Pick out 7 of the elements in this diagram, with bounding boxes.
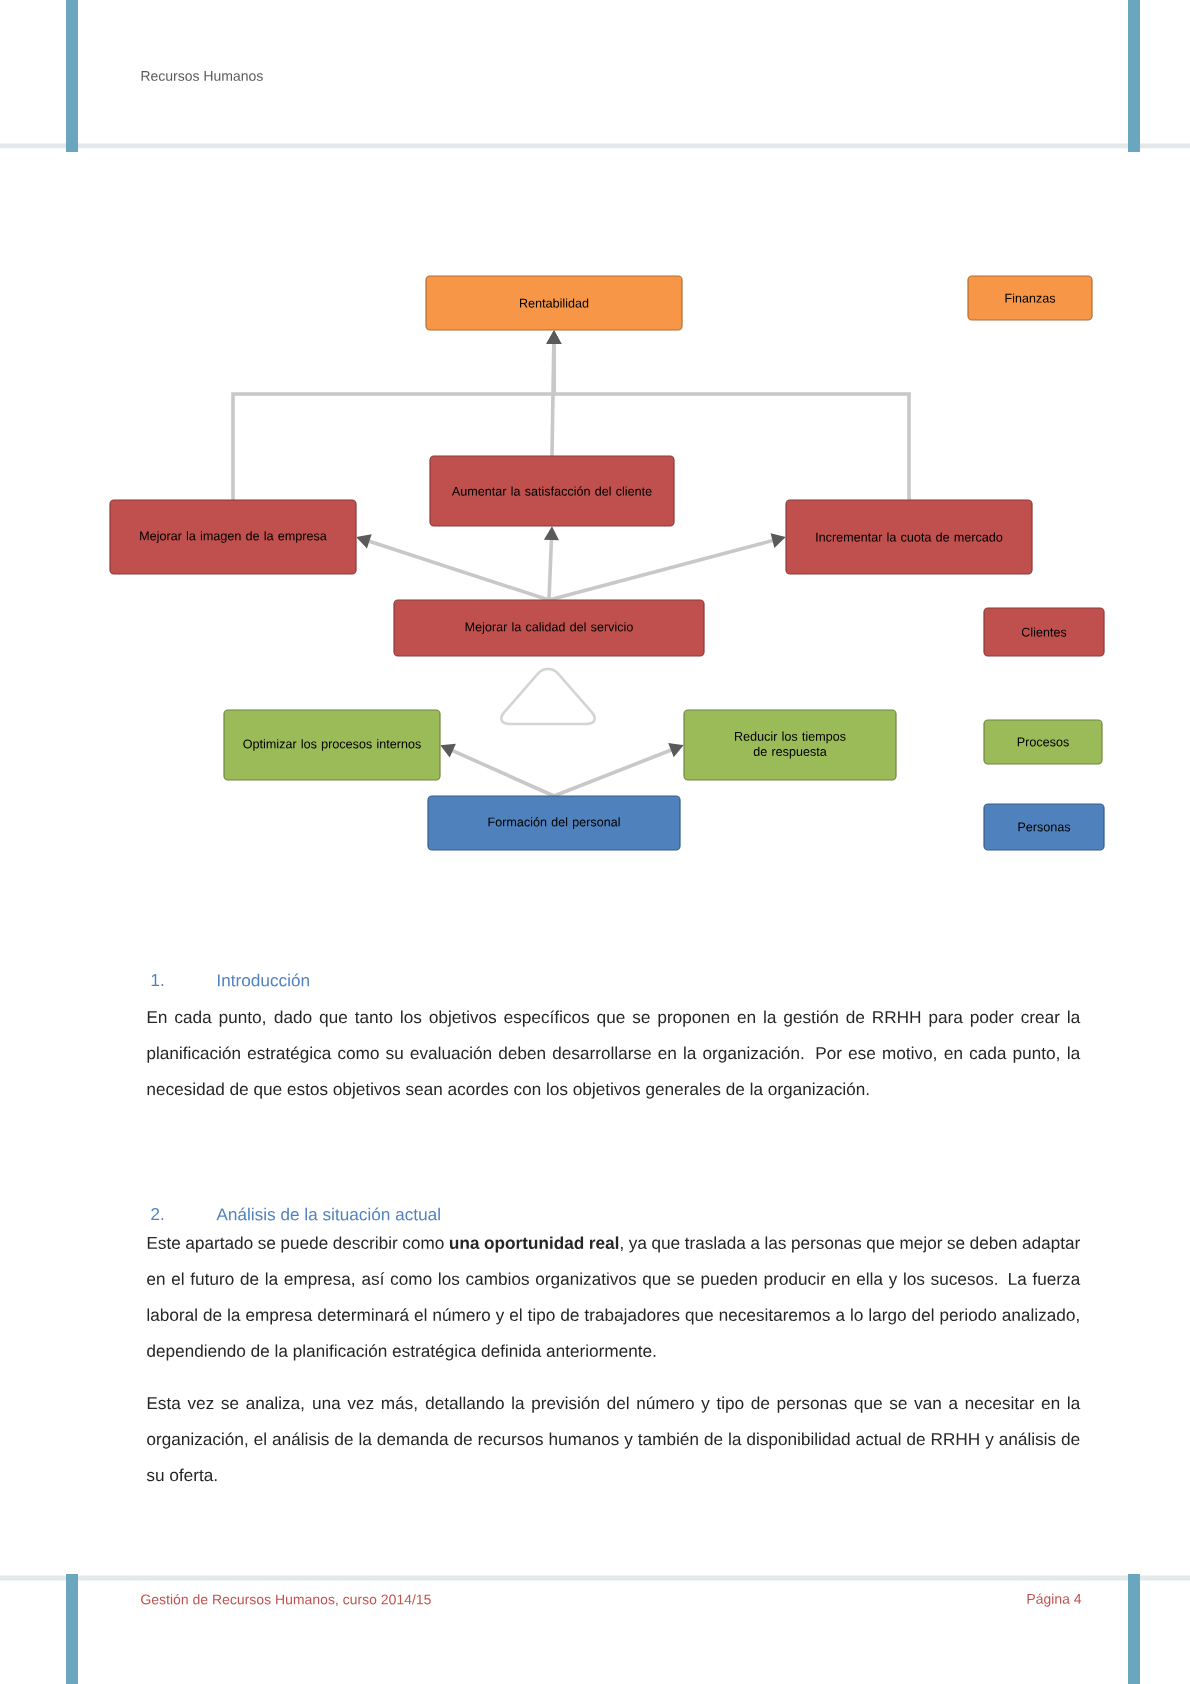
- paragraph: Esta vez se analiza, una vez más, detallando la previsión del número y tipo de personas que se van a necesitar en la organización, el análisis de la demanda de recursos humanos y también de la disponibilidad actual de RRHH y análisis de su oferta.: [146, 1396, 1081, 1482]
- section-heading: Introducción: [218, 973, 309, 987]
- paragraph: Este apartado se puede describir como una oportunidad real, ya que traslada a las personas que mejor se deben adaptar en el futuro de la empresa, así como los cambios organizativos que se pueden producir en ella y los sucesos. La fuerza laboral de la empresa determinará el número y el tipo de trabajadores que necesitaremos a lo largo del periodo analizado, dependiendo de la planificación estratégica definida anteriormente.: [147, 1236, 1081, 1361]
- section-heading: 1.: [151, 974, 164, 986]
- section-heading: Análisis de la situación actual: [216, 1207, 440, 1221]
- paragraph: En cada punto, dado que tanto los objetivos específicos que se proponen en la gestión de RRHH para poder crear la planificación estratégica como su evaluación deben desarrollarse en la organización. Por ese motivo, en cada punto, la necesidad de que estos objetivos sean acordes con los objetivos generales de la organización.: [147, 1010, 1081, 1099]
- section-heading: 2.: [151, 1208, 164, 1220]
